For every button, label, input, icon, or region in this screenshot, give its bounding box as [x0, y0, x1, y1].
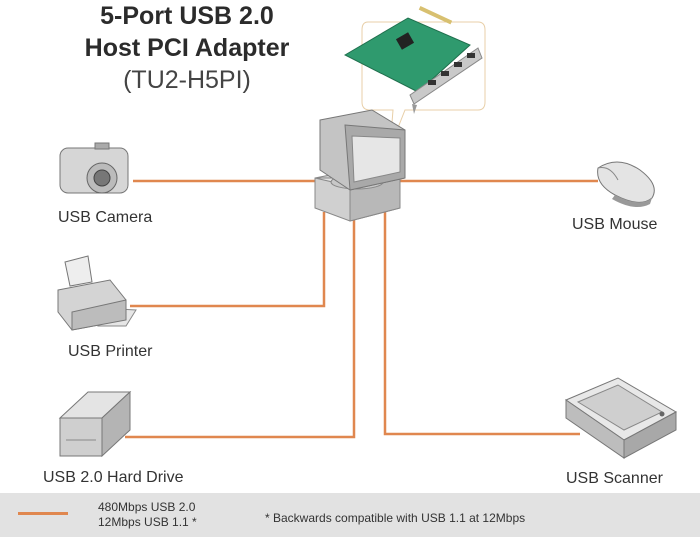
hard-drive-cable [125, 218, 356, 439]
scanner-cable [383, 212, 580, 436]
camera-label: USB Camera [58, 209, 152, 226]
title-line1: 5-Port USB 2.0 [100, 2, 274, 30]
printer-icon [57, 255, 137, 331]
legend: 480Mbps USB 2.0 12Mbps USB 1.1 * * Backw… [0, 493, 700, 537]
computer-icon [314, 109, 406, 222]
printer-label: USB Printer [68, 343, 153, 360]
hard-drive-label: USB 2.0 Hard Drive [43, 469, 184, 486]
model-number: (TU2-H5PI) [123, 66, 251, 94]
scanner-icon [564, 377, 678, 459]
scanner-label: USB Scanner [566, 470, 664, 487]
printer-cable [130, 212, 326, 308]
title-line2: Host PCI Adapter [85, 34, 290, 62]
mouse-icon [597, 161, 655, 208]
legend-line2: 12Mbps USB 1.1 * [98, 515, 197, 529]
legend-cable-swatch [18, 512, 68, 515]
legend-note: * Backwards compatible with USB 1.1 at 1… [265, 511, 525, 525]
camera-icon [59, 142, 129, 194]
legend-line1: 480Mbps USB 2.0 [98, 500, 196, 514]
mouse-label: USB Mouse [572, 216, 657, 233]
hard-drive-icon [58, 390, 132, 458]
cables [125, 179, 598, 439]
pci-card-image [343, 6, 483, 114]
